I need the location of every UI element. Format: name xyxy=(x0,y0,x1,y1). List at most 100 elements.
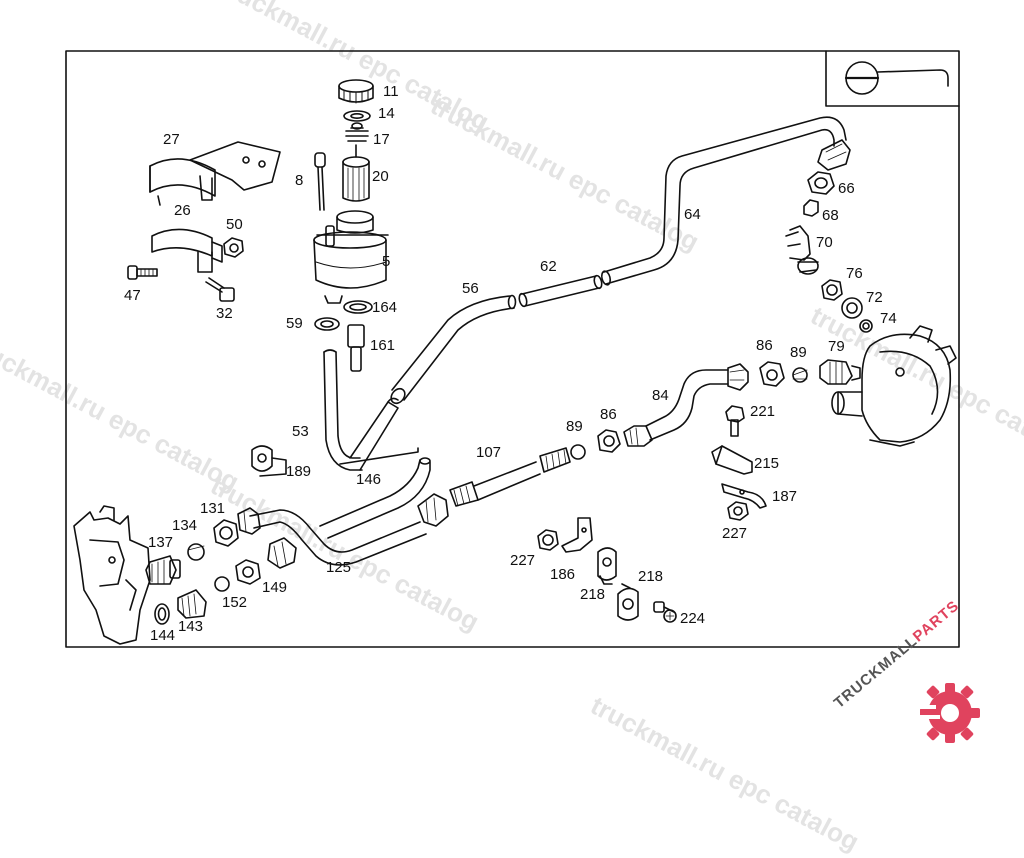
pump-fitting xyxy=(819,359,861,385)
hose-clamp xyxy=(320,320,334,328)
callout-62: 62 xyxy=(540,258,557,275)
nut xyxy=(537,529,559,551)
callout-5: 5 xyxy=(382,253,391,270)
brand-logo: TRUCKMALLPARTS xyxy=(831,597,1018,747)
callout-164: 164 xyxy=(372,299,398,316)
hose-clamp xyxy=(343,300,373,314)
callout-26: 26 xyxy=(174,202,191,219)
washer xyxy=(859,319,873,333)
callout-227: 227 xyxy=(510,552,536,569)
hose-clip xyxy=(251,445,287,477)
nut xyxy=(223,237,244,258)
callout-143: 143 xyxy=(178,618,204,635)
hose-clamp xyxy=(314,317,340,331)
union-fitting xyxy=(145,555,181,585)
callout-53: 53 xyxy=(292,423,309,440)
band-clamp xyxy=(151,228,223,273)
pressure-line xyxy=(600,116,847,286)
olive-ring xyxy=(792,367,808,383)
olive-ring xyxy=(187,543,205,561)
seal-ring xyxy=(841,297,863,319)
reservoir xyxy=(313,210,389,304)
suction-hose xyxy=(349,401,399,471)
callout-161: 161 xyxy=(370,337,396,354)
seal-ring xyxy=(846,302,858,314)
rubber-clamp xyxy=(617,583,639,621)
olive-ring xyxy=(803,199,819,217)
dipstick xyxy=(314,152,326,211)
hose-clamp xyxy=(349,303,367,311)
callout-86: 86 xyxy=(600,406,617,423)
callout-224: 224 xyxy=(680,610,706,627)
callout-59: 59 xyxy=(286,315,303,332)
callout-74: 74 xyxy=(880,310,897,327)
nut xyxy=(821,279,843,301)
mounting-bracket xyxy=(711,445,753,475)
callout-17: 17 xyxy=(373,131,390,148)
pipe-stub xyxy=(347,324,365,372)
bolt xyxy=(127,265,158,280)
callout-149: 149 xyxy=(262,579,288,596)
pressure-line xyxy=(623,363,749,447)
filter-element xyxy=(342,144,370,202)
callout-66: 66 xyxy=(838,180,855,197)
reservoir-bracket xyxy=(149,141,281,206)
washer xyxy=(862,322,870,330)
reservoir-cap xyxy=(338,79,374,104)
callout-152: 152 xyxy=(222,594,248,611)
line-fitting xyxy=(817,139,851,171)
callout-189: 189 xyxy=(286,463,312,480)
steering-gear-box xyxy=(73,505,151,645)
callout-215: 215 xyxy=(754,455,780,472)
spring xyxy=(345,122,369,142)
union-nut xyxy=(213,519,239,547)
union-nut xyxy=(235,559,261,585)
washer xyxy=(343,110,371,122)
callout-218: 218 xyxy=(638,568,664,585)
callout-79: 79 xyxy=(828,338,845,355)
hose-section xyxy=(518,274,603,308)
callout-20: 20 xyxy=(372,168,389,185)
return-hose xyxy=(390,294,517,405)
callout-146: 146 xyxy=(356,471,382,488)
rubber-clamp xyxy=(597,547,617,585)
bolt xyxy=(205,277,235,302)
callout-68: 68 xyxy=(822,207,839,224)
callout-144: 144 xyxy=(150,627,176,644)
suction-hose xyxy=(323,351,363,471)
callout-50: 50 xyxy=(226,216,243,233)
steering-wheel-icon xyxy=(825,50,960,107)
union-nut xyxy=(267,537,297,569)
union-fitting xyxy=(177,589,207,619)
pressure-hose xyxy=(449,447,571,507)
callout-11: 11 xyxy=(383,83,399,100)
union-nut xyxy=(597,429,621,453)
nut xyxy=(727,501,749,521)
callout-107: 107 xyxy=(476,444,502,461)
union-nut xyxy=(807,171,835,195)
callout-89: 89 xyxy=(790,344,807,361)
callout-56: 56 xyxy=(462,280,479,297)
callout-125: 125 xyxy=(326,559,352,576)
callout-84: 84 xyxy=(652,387,669,404)
callout-137: 137 xyxy=(148,534,174,551)
hose-end xyxy=(323,349,337,353)
pipe-clamp xyxy=(721,483,767,509)
callout-47: 47 xyxy=(124,287,141,304)
callout-70: 70 xyxy=(816,234,833,251)
callout-14: 14 xyxy=(378,105,395,122)
callout-134: 134 xyxy=(172,517,198,534)
mounting-bracket xyxy=(561,517,593,553)
callout-227: 227 xyxy=(722,525,748,542)
gear-icon xyxy=(910,683,980,743)
diagram-frame xyxy=(65,50,960,648)
bolt xyxy=(725,405,745,437)
callout-72: 72 xyxy=(866,289,883,306)
callout-32: 32 xyxy=(216,305,233,322)
callout-27: 27 xyxy=(163,131,180,148)
callout-186: 186 xyxy=(550,566,576,583)
callout-layer: 11 14 17 20 8 5 27 26 50 47 32 59 164 16… xyxy=(124,83,897,644)
olive-ring xyxy=(214,576,230,592)
return-line xyxy=(237,447,449,566)
callout-131: 131 xyxy=(200,500,226,517)
